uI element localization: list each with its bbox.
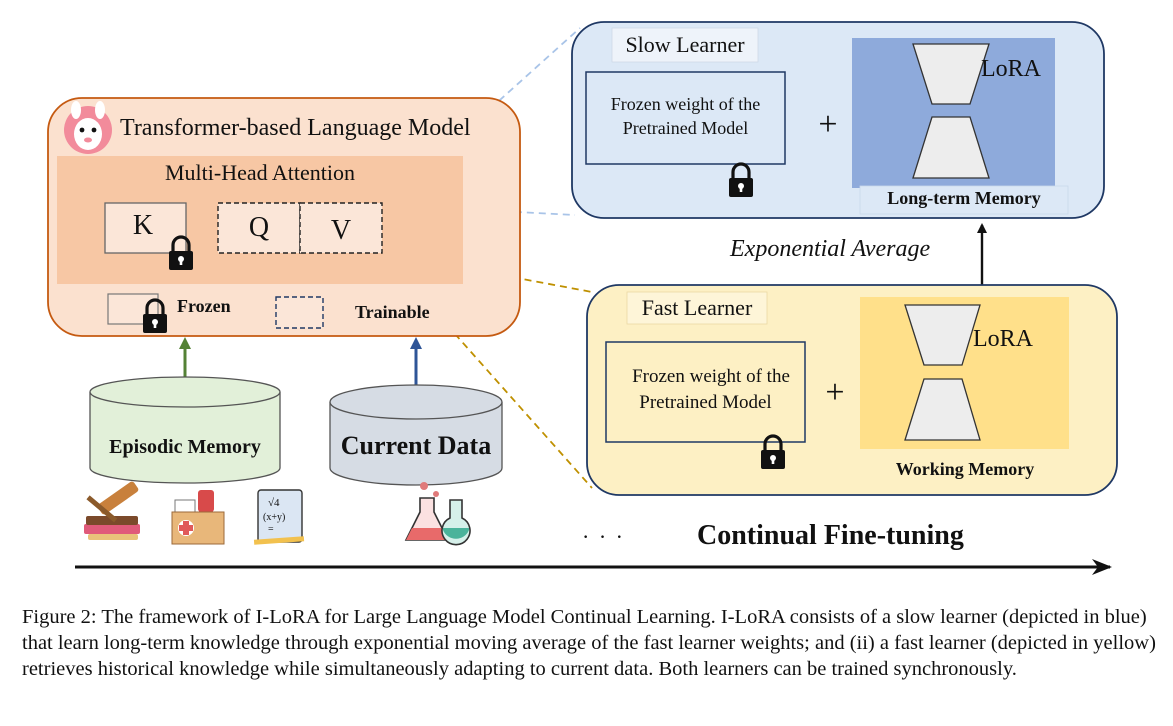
slow-learner-title: Slow Learner (625, 32, 745, 57)
exponential-average-label: Exponential Average (730, 236, 931, 262)
v-label: V (330, 215, 352, 246)
formula-icon-text-1: √4 (268, 497, 280, 509)
slow-plus: + (818, 106, 838, 143)
fast-learner-title-bg (626, 291, 768, 325)
formula-icon-text-2: (x+y) (263, 512, 285, 523)
slow-lora-down-icon (912, 43, 990, 105)
fast-memory-label: Working Memory (895, 459, 1035, 479)
slow-frozen-line1: Frozen weight of the (610, 94, 761, 114)
ellipsis: · · · (582, 524, 625, 549)
llama-icon (64, 101, 112, 154)
slow-lora-up-icon (912, 116, 990, 179)
episodic-memory-label: Episodic Memory (109, 436, 261, 458)
fast-lora-down-icon (904, 304, 981, 366)
formula-icon-text-3: = (268, 524, 274, 535)
gavel-icon (84, 481, 140, 540)
legend-frozen-label: Frozen (177, 296, 231, 316)
fast-plus: + (825, 374, 845, 411)
framework-diagram: √4 (x+y) = (47, 21, 1118, 575)
transformer-title: Transformer-based Language Model (120, 115, 471, 141)
slow-learner-title-bg (611, 27, 759, 63)
fast-frozen-line1: Frozen weight of the (632, 366, 790, 387)
q-box (217, 202, 301, 254)
fast-frozen-line2: Pretrained Model (639, 392, 772, 413)
legend-trainable-label: Trainable (355, 302, 430, 322)
slow-lora-label: LoRA (981, 56, 1041, 82)
slow-memory-label-bg (859, 185, 1069, 215)
slow-frozen-box (585, 71, 786, 165)
episodic-memory-cylinder (89, 376, 281, 484)
fast-frozen-box (605, 341, 806, 443)
current-data-cylinder (329, 384, 503, 486)
attention-title: Multi-Head Attention (164, 160, 356, 185)
fast-learner-title: Fast Learner (641, 295, 753, 320)
timeline-label: Continual Fine-tuning (697, 520, 964, 551)
medicine-box-icon (171, 490, 225, 545)
legend-trainable-swatch (275, 296, 324, 329)
figure-caption: Figure 2: The framework of I-LoRA for La… (22, 606, 1156, 680)
chemistry-flask-icon (404, 482, 471, 546)
k-label: K (132, 210, 154, 241)
slow-frozen-line2: Pretrained Model (622, 118, 749, 138)
slow-memory-label: Long-term Memory (887, 188, 1041, 208)
q-label: Q (248, 212, 270, 243)
fast-lora-up-icon (904, 378, 981, 441)
formula-sheet-icon: √4 (x+y) = (253, 489, 305, 545)
v-box (299, 202, 383, 254)
current-data-label: Current Data (340, 431, 492, 460)
fast-lora-label: LoRA (973, 326, 1033, 352)
